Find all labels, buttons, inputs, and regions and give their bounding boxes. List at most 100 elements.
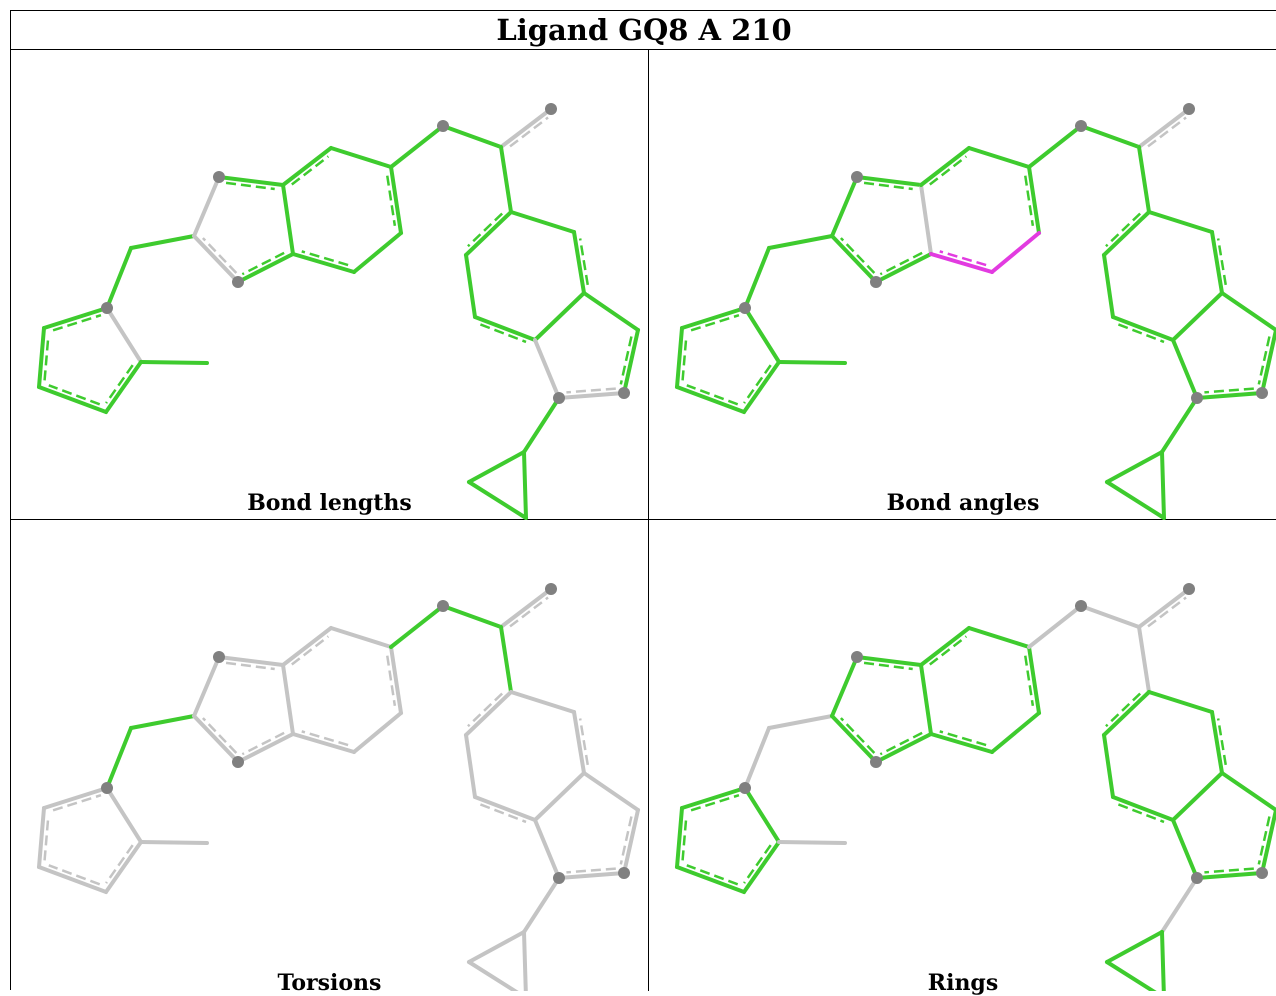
bond-a25-a20 [509,690,576,714]
bond-a1-a2-dashed [681,335,688,381]
bond-a28-a23 [533,818,561,880]
molecule-diagram-rings [675,583,1276,991]
bond-a22-a23-dashed [1117,803,1165,824]
bond-a1-a2 [675,326,684,389]
bond-a10-a8-dashed [201,237,238,274]
bond-a28-a29 [1160,396,1199,454]
bond-a22-a23-dashed [1117,323,1165,344]
bond-a20-a21-dashed [1105,212,1142,248]
bond-a18-a20 [499,625,513,694]
bond-a12-a10-dashed [879,251,923,276]
bond-a22-a23-dashed [479,803,527,824]
bond-a28-a23 [1171,818,1199,880]
bond-a9-a11 [855,655,923,667]
bond-a27-a28 [1195,871,1264,880]
bond-a27-a28 [557,391,626,400]
bond-a12-a10 [874,732,933,764]
bond-a18-a19-dashed [509,116,549,148]
bond-a5-a1 [37,865,108,894]
panel-torsions: Torsions [11,520,649,996]
bond-a18-a20 [499,145,513,214]
bond-a20-a21-dashed [467,212,504,248]
atom-a17 [1075,120,1087,132]
bond-a27-a28-dashed [1204,867,1254,874]
bond-a3-a4 [105,786,143,844]
bond-a26-a27 [622,328,640,395]
atom-a9 [851,651,863,663]
atom-a3 [101,302,113,314]
bond-a15-a14-dashed [1024,655,1035,707]
bond-a18-a20 [1137,145,1151,214]
bond-a5-a1 [37,385,108,414]
bond-a26-a27 [1260,808,1276,875]
bond-a25-a20 [509,210,576,234]
bond-a15-a14-dashed [386,655,397,707]
panel-caption: Torsions [277,970,382,996]
bond-a7-a8 [129,234,196,250]
bond-a10-a8-dashed [839,717,876,754]
bond-a2-a3 [42,786,109,810]
atom-a17 [1075,600,1087,612]
bond-a11-a16 [281,146,333,187]
bond-a15-a14-dashed [386,175,397,227]
bond-a20-a21-dashed [1105,692,1142,728]
bond-a12-a10 [874,252,933,284]
panel-caption: Rings [927,970,999,996]
bond-a28-a29 [522,396,561,454]
bond-a21-a22 [464,253,477,319]
atom-a27 [618,867,630,879]
bond-a27-a28-dashed [566,867,616,874]
bond-a26-a27 [622,808,640,875]
bond-a4-a5-dashed [743,844,772,884]
bond-a28-a29 [522,876,561,934]
atom-a9 [213,171,225,183]
bond-a11-a16-dashed [929,635,968,666]
bond-a24-a25 [572,230,586,295]
bond-a16-a15 [329,146,393,169]
bond-a26-a27-dashed [1257,816,1271,865]
bond-a11-a16 [919,146,971,187]
bond-a9-a11 [217,175,285,187]
bond-a7-a8 [129,714,196,730]
bond-a15-a14 [1027,645,1041,715]
atom-a28 [1191,872,1203,884]
bond-a16-a15 [967,626,1031,649]
bond-a16-a15 [967,146,1031,169]
molecule-diagram-torsions [37,583,640,991]
bond-a17-a18 [441,124,503,149]
bond-a14-a13 [990,231,1041,274]
bond-a2-a3 [42,306,109,330]
bond-a3-a4 [105,306,143,364]
bond-a10-a8 [192,234,240,284]
bond-a21-a22 [1102,733,1115,799]
bond-a28-a29 [1160,876,1199,934]
bond-a22-a23 [473,315,537,342]
bond-a29-a30 [1105,930,1164,964]
bond-a21-a22 [464,733,477,799]
bond-a3-a7 [743,726,771,790]
bond-a12-a10-dashed [241,731,285,756]
bond-a18-a19-dashed [509,596,549,628]
bond-a5-a1-dashed [686,384,739,406]
bond-a27-a28 [1195,391,1264,400]
bond-a8-a9 [830,655,859,718]
bond-a13-a12 [929,252,994,274]
bond-a4-a5-dashed [743,364,772,404]
bond-a29-a30 [467,450,526,484]
bond-a31-a29 [522,930,528,991]
bond-a17-a18 [1079,604,1141,629]
bond-a12-a10 [236,732,295,764]
bond-a27-a28 [557,871,626,880]
bond-a24-a25 [1210,710,1224,775]
bond-a31-a29 [1160,450,1166,520]
bond-a18-a19-dashed [1147,116,1187,148]
bond-a7-a8 [767,234,834,250]
atom-a10 [232,276,244,288]
bond-a14-a13 [352,231,403,274]
bond-a24-a25-dashed [1216,718,1227,766]
bond-a1-a2-dashed [43,335,50,381]
bond-a15-a17 [1027,604,1083,649]
bond-a5-a1 [675,865,746,894]
bond-a5-a1-dashed [48,864,101,886]
bond-a18-a19 [499,107,553,149]
